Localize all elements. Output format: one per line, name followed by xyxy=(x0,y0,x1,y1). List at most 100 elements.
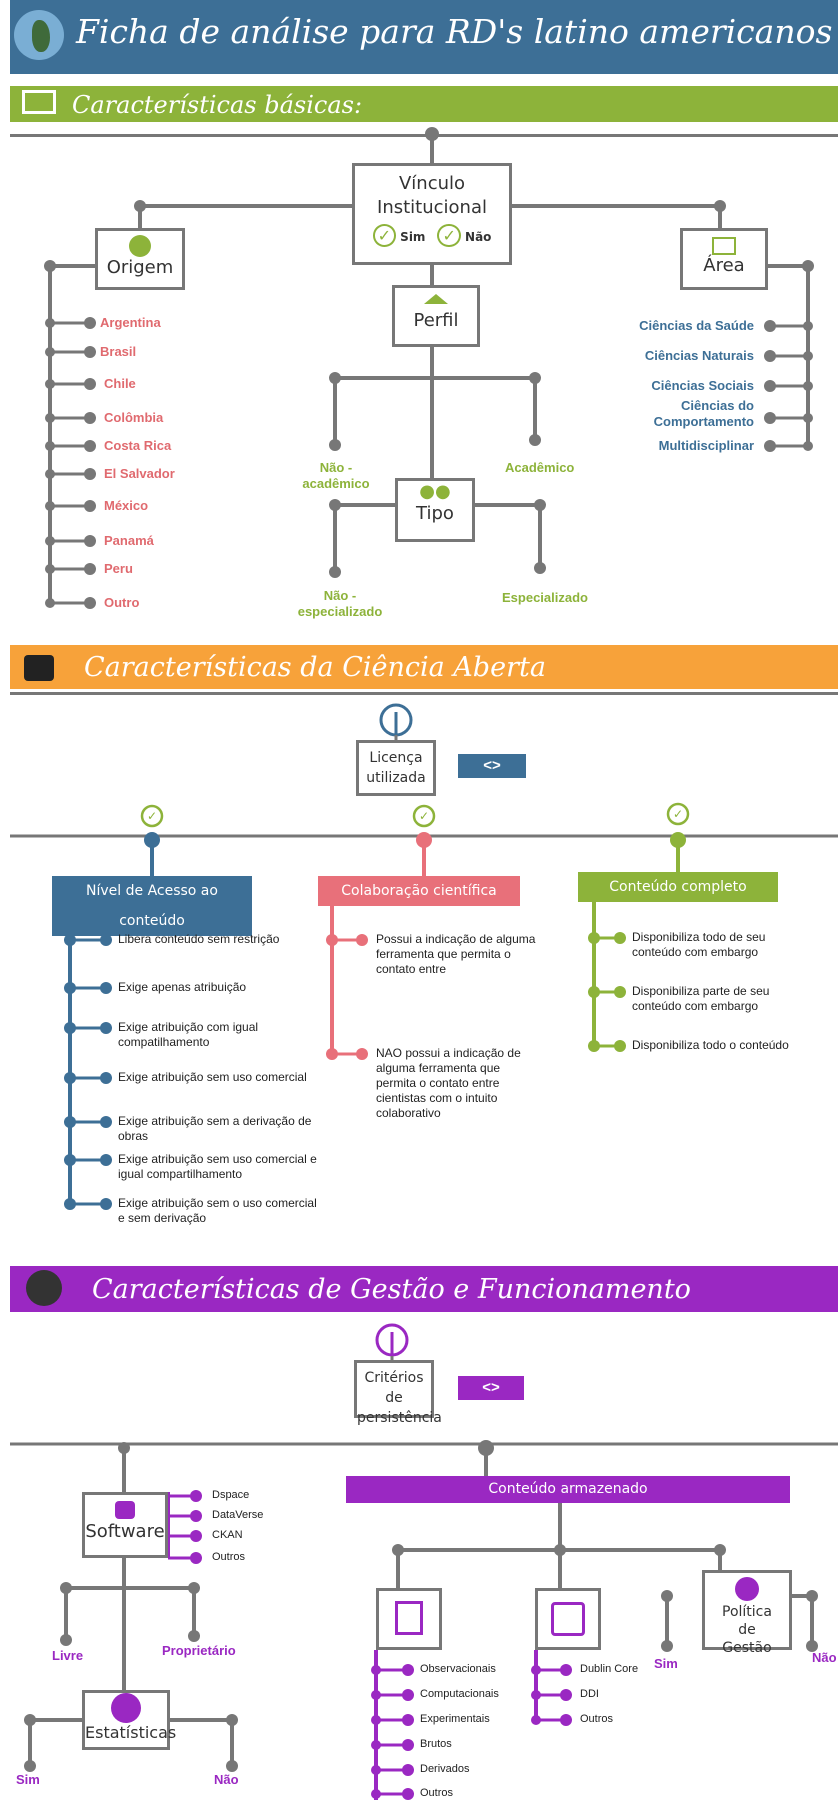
access-tag: Nível de Acesso ao conteúdo xyxy=(52,876,252,936)
perfil-right[interactable]: Acadêmico xyxy=(505,460,575,475)
access-item[interactable]: Exige atribuição sem a derivação de obra… xyxy=(118,1114,312,1143)
open-science-underline xyxy=(10,692,838,695)
origem-item[interactable]: Panamá xyxy=(104,533,154,548)
origem-item[interactable]: Peru xyxy=(104,561,133,576)
connector-dot xyxy=(84,440,96,452)
area-item[interactable]: Ciências do Comportamento xyxy=(653,398,754,429)
stored-tag: Conteúdo armazenado xyxy=(346,1476,790,1503)
connector-dot xyxy=(190,1552,202,1564)
collab-item[interactable]: Possui a indicação de alguma ferramenta … xyxy=(376,932,536,976)
access-item[interactable]: Exige atribuição com igual compatilhamen… xyxy=(118,1020,259,1049)
software-item[interactable]: DataVerse xyxy=(212,1509,264,1521)
svg-text:✓: ✓ xyxy=(673,807,683,821)
connector-dot xyxy=(84,317,96,329)
datatype-item[interactable]: Computacionais xyxy=(420,1688,499,1700)
check-icon: ✓ xyxy=(372,224,396,247)
connector-dot xyxy=(64,1198,76,1210)
page-title: Ficha de análise para RD's latino americ… xyxy=(76,12,833,51)
datatype-item[interactable]: Observacionais xyxy=(420,1663,496,1675)
metadata-item[interactable]: DDI xyxy=(580,1688,599,1700)
connector-dot xyxy=(402,1714,414,1726)
area-item[interactable]: Ciências da Saúde xyxy=(639,318,754,333)
connector-dot xyxy=(531,1715,541,1725)
software-item[interactable]: CKAN xyxy=(212,1529,243,1541)
origem-item[interactable]: Argentina xyxy=(100,315,161,330)
datatype-item[interactable]: Brutos xyxy=(420,1738,452,1750)
area-item[interactable]: Ciências Naturais xyxy=(644,348,754,363)
tipo-left[interactable]: Não - especializado xyxy=(297,588,383,619)
access-item[interactable]: Exige atribuição sem uso comercial e igu… xyxy=(118,1152,317,1181)
area-item[interactable]: Ciências Sociais xyxy=(651,378,754,393)
connector-dot xyxy=(100,1022,112,1034)
connector-dot xyxy=(371,1789,381,1799)
connector-dot xyxy=(614,986,626,998)
vinculo-label: Vínculo Institucional xyxy=(377,173,487,218)
document-icon-box xyxy=(376,1588,442,1650)
connector-dot xyxy=(45,564,55,574)
origem-item[interactable]: Outro xyxy=(104,595,140,610)
svg-text:✓: ✓ xyxy=(419,809,429,823)
content-item[interactable]: Disponibiliza todo de seu conteúdo com e… xyxy=(632,930,766,959)
software-item[interactable]: Outros xyxy=(212,1551,246,1563)
connector-dot xyxy=(371,1740,381,1750)
connector-dot xyxy=(588,986,600,998)
origem-item[interactable]: Costa Rica xyxy=(104,438,172,453)
criteria-code-button[interactable]: <> xyxy=(458,1376,524,1400)
title-bar xyxy=(10,0,838,74)
connector-dot xyxy=(803,441,813,451)
connector-dot xyxy=(64,982,76,994)
origem-item[interactable]: El Salvador xyxy=(104,466,175,481)
access-item[interactable]: Libera conteúdo sem restrição xyxy=(118,932,280,946)
software-item[interactable]: Dspace xyxy=(212,1489,250,1501)
stats-box: Estatísticas xyxy=(82,1690,176,1750)
connector-dot xyxy=(45,469,55,479)
metadata-item[interactable]: Outros xyxy=(580,1713,614,1725)
connector-dot xyxy=(764,440,776,452)
connector-dot xyxy=(531,1665,541,1675)
access-item[interactable]: Exige atribuição sem o uso comercial e s… xyxy=(118,1196,317,1225)
content-item[interactable]: Disponibiliza todo o conteúdo xyxy=(632,1038,789,1052)
datatype-item[interactable]: Outros xyxy=(420,1787,454,1799)
connector-dot xyxy=(45,379,55,389)
policy-right[interactable]: Não xyxy=(812,1650,837,1665)
open-science-connectors: ✓✓✓ xyxy=(10,703,838,1210)
tipo-label: Tipo xyxy=(416,503,454,524)
connector-dot xyxy=(190,1530,202,1542)
origem-item[interactable]: Brasil xyxy=(100,344,137,359)
software-right[interactable]: Proprietário xyxy=(162,1643,236,1658)
collab-item[interactable]: NAO possui a indicação de alguma ferrame… xyxy=(376,1046,521,1120)
house-icon xyxy=(424,294,448,304)
perfil-box: Perfil xyxy=(392,285,480,347)
content-item[interactable]: Disponibiliza parte de seu conteúdo com … xyxy=(632,984,770,1013)
connector-dot xyxy=(614,932,626,944)
datatype-item[interactable]: Experimentais xyxy=(420,1713,490,1725)
metadata-icon-box xyxy=(535,1588,601,1650)
license-code-button[interactable]: <> xyxy=(458,754,526,778)
connector-dot xyxy=(588,1040,600,1052)
origem-item[interactable]: Colômbia xyxy=(104,410,164,425)
area-item[interactable]: Multidisciplinar xyxy=(658,438,754,453)
metadata-item[interactable]: Dublin Core xyxy=(580,1663,639,1675)
datatype-item[interactable]: Derivados xyxy=(420,1763,470,1775)
access-item[interactable]: Exige apenas atribuição xyxy=(118,980,247,994)
connector-dot xyxy=(100,1198,112,1210)
access-item[interactable]: Exige atribuição sem uso comercial xyxy=(118,1070,307,1084)
tipo-right[interactable]: Especializado xyxy=(502,590,588,605)
connector-dot xyxy=(64,1154,76,1166)
policy-box: Política de Gestão xyxy=(702,1570,792,1656)
policy-left[interactable]: Sim xyxy=(654,1656,678,1671)
connector-dot xyxy=(371,1690,381,1700)
policy-label: Política de Gestão xyxy=(722,1604,772,1656)
perfil-left[interactable]: Não - acadêmico xyxy=(302,460,370,491)
origem-item[interactable]: Chile xyxy=(104,376,136,391)
stats-left[interactable]: Sim xyxy=(16,1772,40,1787)
vinculo-sim[interactable]: ✓ Sim xyxy=(372,224,425,247)
origem-item[interactable]: México xyxy=(104,498,149,513)
software-label: Software xyxy=(85,1521,165,1542)
stats-right[interactable]: Não xyxy=(214,1772,239,1787)
connector-dot xyxy=(803,413,813,423)
software-left[interactable]: Livre xyxy=(52,1648,84,1663)
connector-dot xyxy=(371,1765,381,1775)
gears-icon xyxy=(26,1270,62,1306)
vinculo-nao[interactable]: ✓ Não xyxy=(437,224,491,247)
